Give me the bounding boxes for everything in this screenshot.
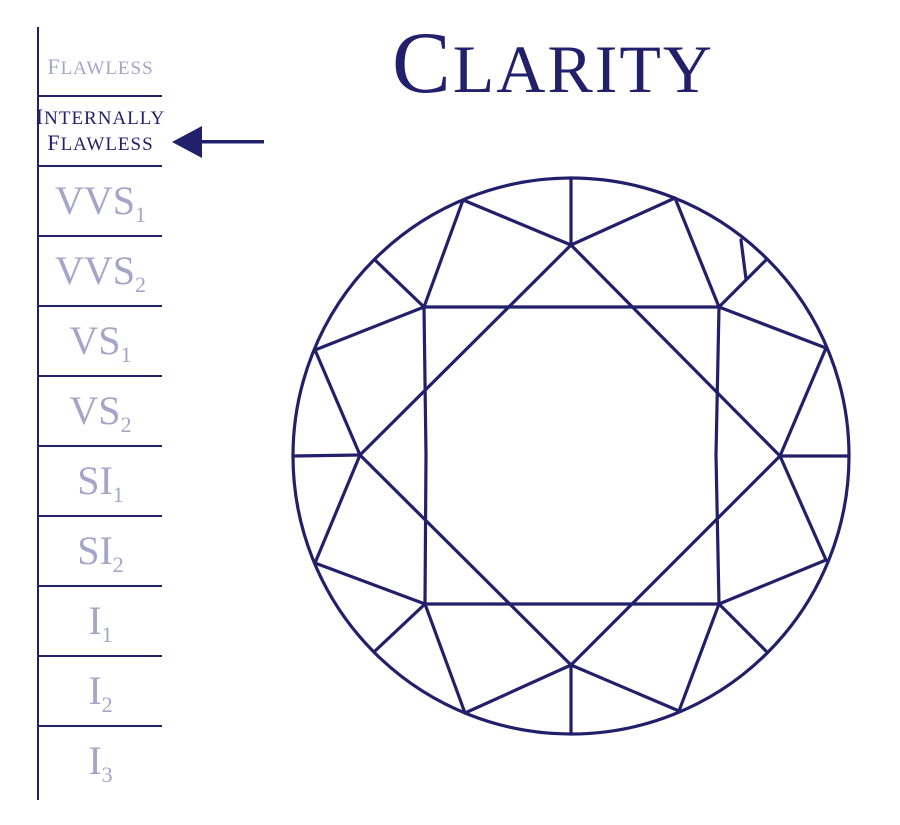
- clarity-grade-i1: I1: [39, 587, 162, 657]
- arrow-left-icon: [172, 126, 264, 158]
- grade-subscript: 2: [120, 412, 132, 437]
- grade-base: SI: [77, 458, 113, 503]
- clarity-grade-vvs1: VVS1: [39, 167, 162, 237]
- grade-label: SI2: [77, 528, 124, 576]
- grade-base: VS: [69, 318, 121, 363]
- grade-label-word: INTERNALLY: [35, 104, 166, 130]
- grade-label: VVS1: [54, 178, 146, 226]
- page-title: CLARITY: [392, 14, 714, 119]
- grade-subscript: 1: [135, 202, 147, 227]
- clarity-grade-i2: I2: [39, 657, 162, 727]
- title-initial: C: [392, 15, 453, 112]
- clarity-grade-si1: SI1: [39, 447, 162, 517]
- grade-base: I: [88, 668, 102, 713]
- grade-label: VS1: [69, 318, 131, 366]
- clarity-grade-si2: SI2: [39, 517, 162, 587]
- grade-label-word: FLAWLESS: [47, 53, 154, 79]
- clarity-grade-i3: I3: [39, 727, 162, 795]
- arrow-shaft: [200, 140, 264, 144]
- grade-subscript: 2: [112, 552, 124, 577]
- grade-label: I3: [88, 738, 112, 786]
- clarity-grade-vs2: VS2: [39, 377, 162, 447]
- grade-label: VVS2: [54, 248, 146, 296]
- grade-label: I1: [88, 598, 112, 646]
- grade-base: SI: [77, 528, 113, 573]
- arrow-head: [172, 126, 202, 158]
- clarity-grade-vvs2: VVS2: [39, 237, 162, 307]
- grade-subscript: 1: [120, 342, 132, 367]
- grade-label: I2: [88, 668, 112, 716]
- grade-base: I: [88, 598, 102, 643]
- grade-subscript: 1: [112, 482, 124, 507]
- diamond-facet-lines: [291, 176, 851, 736]
- title-rest: LARITY: [452, 31, 714, 107]
- grade-label: SI1: [77, 458, 124, 506]
- grade-subscript: 2: [135, 272, 147, 297]
- grade-base: VVS: [54, 178, 136, 223]
- clarity-grade-flawless: FLAWLESS: [39, 40, 162, 97]
- grade-base: I: [88, 738, 102, 783]
- grade-subscript: 2: [101, 692, 113, 717]
- inclusion-mark: [739, 238, 748, 281]
- grade-subscript: 3: [101, 762, 113, 787]
- clarity-grade-vs1: VS1: [39, 307, 162, 377]
- grade-label-word: FLAWLESS: [47, 130, 154, 156]
- grade-label: VS2: [69, 388, 131, 436]
- clarity-scale-axis: [37, 27, 39, 800]
- grade-label: FLAWLESS: [47, 53, 154, 81]
- grade-base: VS: [69, 388, 121, 433]
- grade-subscript: 1: [101, 622, 113, 647]
- grade-base: VVS: [54, 248, 136, 293]
